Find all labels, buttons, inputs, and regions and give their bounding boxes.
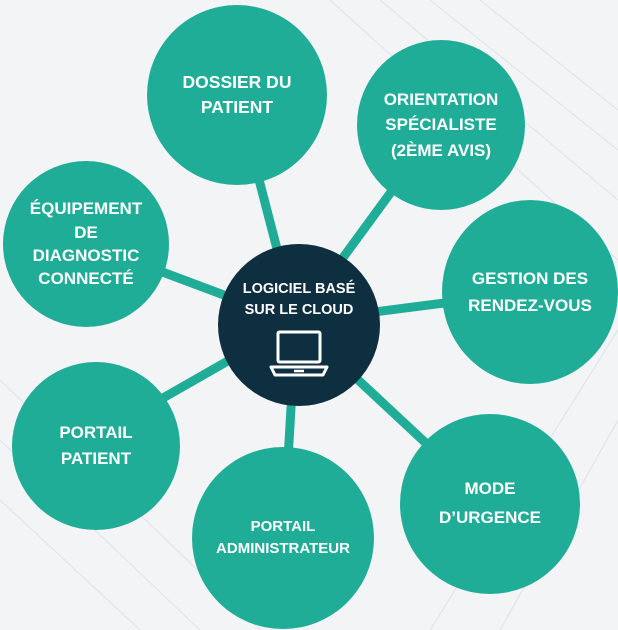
node-label: ORIENTATION SPÉCIALISTE (2ÈME AVIS): [383, 89, 499, 160]
node-label: GESTION DES RENDEZ-VOUS: [468, 268, 592, 315]
node-gestion-rendez-vous: GESTION DES RENDEZ-VOUS: [442, 200, 618, 384]
node-label: DOSSIER DU PATIENT: [182, 71, 292, 117]
node-portail-patient: PORTAIL PATIENT: [12, 362, 180, 530]
laptop-icon: [269, 330, 329, 377]
node-label: PORTAIL ADMINISTRATEUR: [216, 517, 350, 558]
node-mode-urgence: MODE D’URGENCE: [400, 414, 580, 594]
node-dossier-du-patient: DOSSIER DU PATIENT: [147, 5, 327, 185]
node-equipement-diagnostic: ÉQUIPEMENT DE DIAGNOSTIC CONNECTÉ: [3, 161, 169, 327]
node-portail-administrateur: PORTAIL ADMINISTRATEUR: [192, 447, 374, 629]
node-orientation-specialiste: ORIENTATION SPÉCIALISTE (2ÈME AVIS): [357, 40, 525, 210]
node-label: ÉQUIPEMENT DE DIAGNOSTIC CONNECTÉ: [29, 199, 143, 289]
center-hub-cloud-software: LOGICIEL BASÉ SUR LE CLOUD: [218, 244, 380, 406]
node-label: MODE D’URGENCE: [438, 479, 541, 527]
center-label: LOGICIEL BASÉ SUR LE CLOUD: [242, 280, 356, 318]
node-label: PORTAIL PATIENT: [59, 422, 133, 468]
